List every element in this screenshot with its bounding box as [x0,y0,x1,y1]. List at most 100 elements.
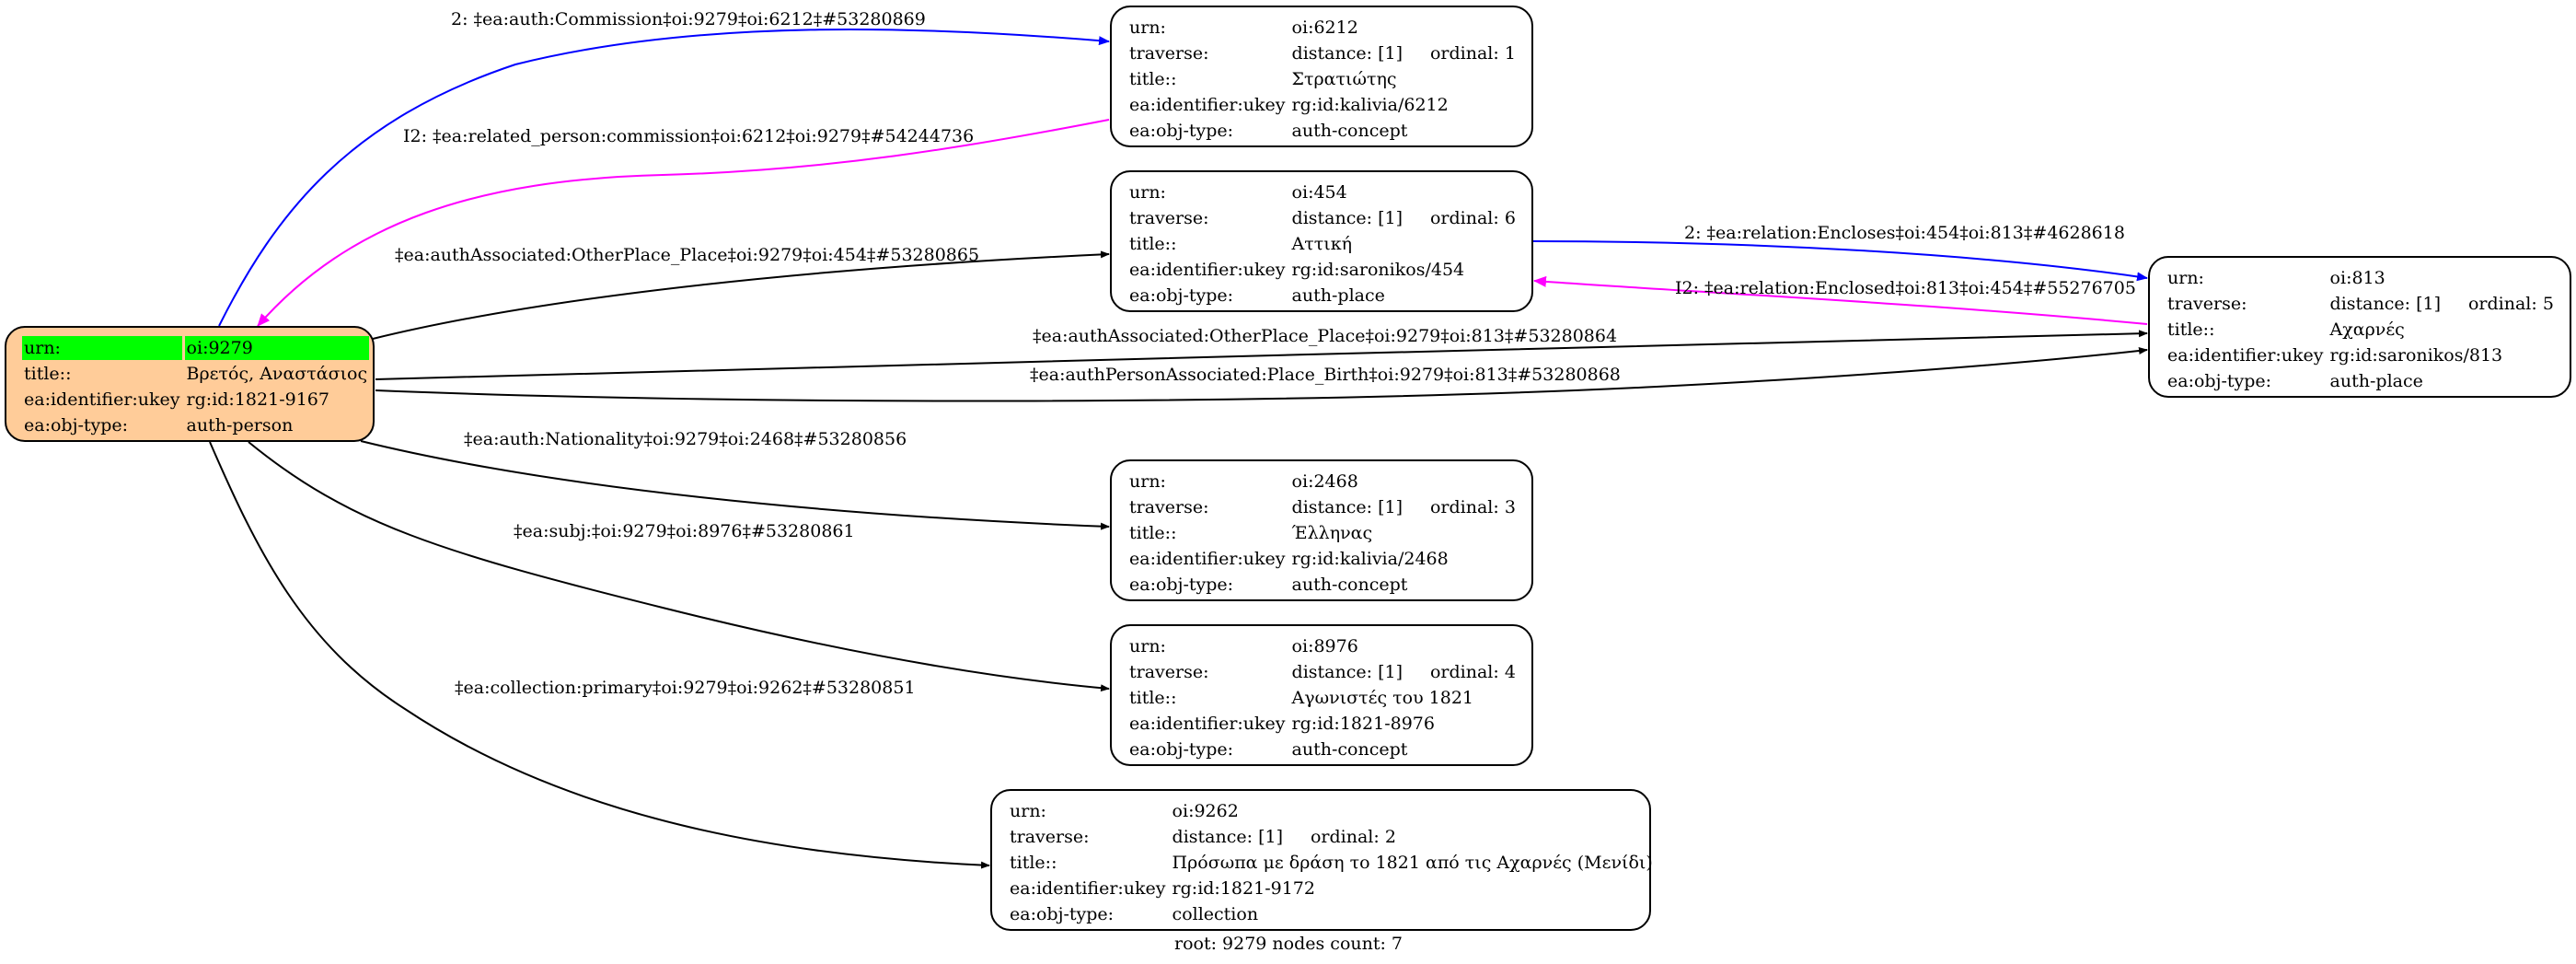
field-label: traverse: [1129,497,1209,517]
field-label: ea:identifier:ukey [1129,714,1286,734]
field-label: urn: [1129,471,1166,492]
edge-9279-813-b[interactable] [375,347,2148,402]
field-label: ea:obj-type: [1129,121,1234,141]
field-label: ea:obj-type: [1129,739,1234,760]
edge-label: ‡ea:authPersonAssociated:Place_Birth‡oi:… [1030,365,1621,385]
ordinal-value: ordinal: 5 [2467,294,2554,314]
type-value: auth-concept [1291,575,1408,595]
edge-9279-9262[interactable] [209,441,990,869]
distance-value: distance: [1] [1291,662,1403,682]
urn-value: oi:9262 [1172,801,1239,821]
field-label: urn: [1129,17,1166,38]
field-label: traverse: [1129,662,1209,682]
type-row: ea:obj-type:auth-person [22,413,369,437]
field-label: title:: [1129,234,1177,254]
field-label: ea:obj-type: [1010,904,1115,924]
title-value: Αττική [1291,234,1352,254]
urn-value: oi:8976 [1291,636,1358,656]
title-value: Αχαρνές [2329,319,2405,340]
edge-label: ‡ea:subj:‡oi:9279‡oi:8976‡#53280861 [514,521,855,541]
type-value: auth-place [1291,285,1385,306]
field-label: traverse: [1129,43,1209,64]
field-label: ea:identifier:ukey [1129,95,1286,115]
edge-9279-8976[interactable] [248,441,1110,692]
graph-footer: root: 9279 nodes count: 7 [1174,934,1404,954]
urn-value: oi:9279 [184,336,370,360]
title-value: Πρόσωπα με δράση το 1821 από τις Αχαρνές… [1172,853,1653,873]
ukey-row: ea:identifier:ukey rg:id:1821-9167 [22,388,369,412]
field-label: ea:obj-type: [1129,575,1234,595]
edge-813-454[interactable] [1533,275,2148,325]
field-label: title:: [1129,69,1177,89]
ukey-value: rg:id:1821-8976 [1291,714,1435,734]
ordinal-value: ordinal: 1 [1429,43,1516,64]
urn-value: oi:454 [1291,182,1347,203]
node-oi-9279[interactable]: urn:oi:9279 title::Βρετός, Αναστάσιος ea… [5,326,375,442]
node-oi-2468[interactable]: urn: oi:2468 traverse: distance: [1] ordina… [1110,459,1533,601]
type-value: collection [1172,904,1259,924]
field-label: ea:identifier:ukey [2167,345,2324,366]
field-label: urn: [22,336,182,360]
ukey-value: rg:id:saronikos/813 [2329,345,2503,366]
ukey-value: rg:id:1821-9167 [186,389,329,410]
distance-value: distance: [1] [1291,208,1403,228]
node-oi-813[interactable]: urn: oi:813 traverse: distance: [1] ordinal… [2148,256,2571,398]
edge-label: I2: ‡ea:related_person:commission‡oi:621… [403,126,975,146]
field-label: ea:identifier:ukey [1010,878,1166,899]
field-label: title:: [24,364,72,384]
field-label: traverse: [1010,827,1090,847]
node-oi-9262[interactable]: urn: oi:9262 traverse: distance: [1] ordina… [990,789,1653,931]
field-label: title:: [1129,688,1177,708]
ordinal-value: ordinal: 6 [1429,208,1516,228]
edge-6212-9279[interactable] [257,119,1110,327]
edge-454-813[interactable] [1531,240,2148,282]
field-label: ea:identifier:ukey [24,389,180,410]
field-label: title:: [1010,853,1057,873]
edge-label: ‡ea:authAssociated:OtherPlace_Place‡oi:9… [1033,326,1618,346]
distance-value: distance: [1] [1291,43,1403,64]
field-label: traverse: [2167,294,2247,314]
edge-label: ‡ea:collection:primary‡oi:9279‡oi:9262‡#… [455,678,916,698]
field-label: urn: [2167,268,2204,288]
field-label: urn: [1010,801,1046,821]
field-label: title:: [2167,319,2215,340]
field-label: traverse: [1129,208,1209,228]
distance-value: distance: [1] [1291,497,1403,517]
distance-value: distance: [1] [1172,827,1283,847]
edge-label: ‡ea:auth:Nationality‡oi:9279‡oi:2468‡#53… [464,429,907,449]
ukey-value: rg:id:1821-9172 [1172,878,1315,899]
urn-value: oi:2468 [1291,471,1358,492]
field-label: ea:obj-type: [24,415,129,436]
node-oi-6212[interactable]: urn: oi:6212 traverse: distance: [1] ordina… [1110,6,1533,147]
field-label: title:: [1129,523,1177,543]
title-value: Αγωνιστές του 1821 [1291,688,1474,708]
urn-row: urn:oi:9279 [22,336,370,360]
edge-label: ‡ea:authAssociated:OtherPlace_Place‡oi:9… [395,245,980,265]
field-label: ea:obj-type: [1129,285,1234,306]
type-value: auth-place [2329,371,2423,391]
node-oi-8976[interactable]: urn:oi:8976 traverse:distance: [1]ordina… [1110,624,1533,766]
type-value: auth-concept [1291,121,1408,141]
node-oi-454[interactable]: urn:oi:454 traverse:distance: [1]ordinal… [1110,170,1533,312]
urn-value: oi:813 [2329,268,2385,288]
ordinal-value: ordinal: 3 [1429,497,1516,517]
ordinal-value: ordinal: 4 [1429,662,1516,682]
edge-9279-2468[interactable] [360,440,1110,530]
type-value: auth-concept [1291,739,1408,760]
title-row: title::Βρετός, Αναστάσιος [22,362,369,386]
title-value: Βρετός, Αναστάσιος [186,364,368,384]
urn-value: oi:6212 [1291,17,1358,38]
ukey-value: rg:id:saronikos/454 [1291,260,1465,280]
edge-9279-6212[interactable] [218,28,1110,327]
field-label: ea:obj-type: [2167,371,2272,391]
title-value: Στρατιώτης [1291,69,1397,89]
distance-value: distance: [1] [2329,294,2441,314]
edge-label: 2: ‡ea:relation:Encloses‡oi:454‡oi:813‡#… [1684,223,2125,243]
ordinal-value: ordinal: 2 [1310,827,1396,847]
edge-label: 2: ‡ea:auth:Commission‡oi:9279‡oi:6212‡#… [451,9,926,29]
edge-label: I2: ‡ea:relation:Enclosed‡oi:813‡oi:454‡… [1675,278,2136,298]
field-label: ea:identifier:ukey [1129,549,1286,569]
edge-9279-454[interactable] [372,250,1110,340]
field-label: ea:identifier:ukey [1129,260,1286,280]
